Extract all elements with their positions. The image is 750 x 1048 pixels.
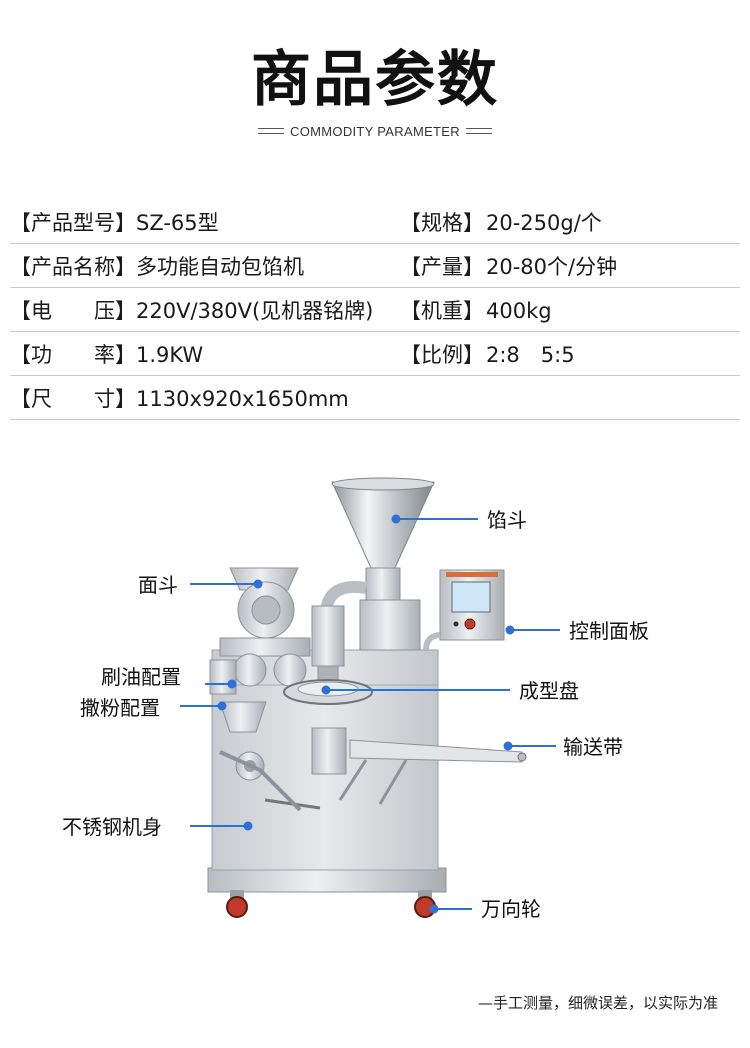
- filling-hopper-shape: [331, 481, 435, 571]
- divider-left: [258, 128, 285, 134]
- spec-label: 【机重】: [400, 299, 484, 323]
- spec-row: 【电 压】220V/380V(见机器铭牌) 【机重】400kg: [10, 288, 740, 332]
- spec-table: 【产品型号】SZ-65型 【规格】20-250g/个 【产品名称】多功能自动包馅…: [10, 200, 740, 420]
- callout-body: 不锈钢机身: [62, 815, 162, 839]
- callout-forming-disk: 成型盘: [519, 679, 579, 703]
- spec-cell: 【机重】400kg: [400, 288, 552, 334]
- spec-label: 【产品名称】: [10, 255, 136, 279]
- spec-row: 【尺 寸】1130x920x1650mm: [10, 376, 740, 420]
- spec-cell: 【产品名称】多功能自动包馅机: [10, 244, 304, 290]
- control-panel-shape: [439, 569, 505, 641]
- spec-value: 多功能自动包馅机: [136, 255, 304, 279]
- callout-dough-hopper: 面斗: [138, 573, 178, 597]
- spec-row: 【产品名称】多功能自动包馅机 【产量】20-80个/分钟: [10, 244, 740, 288]
- conveyor-shape: [349, 739, 523, 763]
- spec-cell: 【功 率】1.9KW: [10, 332, 203, 378]
- machine-illustration: [207, 477, 527, 918]
- page-title: 商品参数: [251, 45, 499, 115]
- measurement-note: —手工测量，细微误差，以实际为准: [477, 994, 718, 1012]
- spec-row: 【功 率】1.9KW 【比例】2:8 5:5: [10, 332, 740, 376]
- spec-value: 1.9KW: [136, 343, 204, 367]
- spec-cell: 【产品型号】SZ-65型: [10, 200, 219, 246]
- spec-value: 2:8 5:5: [486, 343, 575, 367]
- spec-label: 【电 压】: [10, 299, 136, 323]
- spec-value: 220V/380V(见机器铭牌): [136, 299, 374, 323]
- callout-hopper: 馅斗: [487, 508, 527, 532]
- caster-right: [414, 890, 436, 918]
- callout-flour-duster: 撒粉配置: [80, 696, 160, 720]
- spec-value: 20-250g/个: [486, 211, 602, 235]
- caster-left: [226, 890, 248, 918]
- spec-cell: 【比例】2:8 5:5: [400, 332, 575, 378]
- spec-cell: 【尺 寸】1130x920x1650mm: [10, 376, 349, 422]
- spec-value: 400kg: [486, 299, 552, 323]
- spec-label: 【功 率】: [10, 343, 136, 367]
- spec-label: 【产量】: [400, 255, 484, 279]
- spec-row: 【产品型号】SZ-65型 【规格】20-250g/个: [10, 200, 740, 244]
- spec-value: 1130x920x1650mm: [136, 387, 349, 411]
- callout-conveyor: 输送带: [563, 735, 623, 759]
- spec-label: 【规格】: [400, 211, 484, 235]
- spec-label: 【比例】: [400, 343, 484, 367]
- divider-right: [465, 128, 492, 134]
- spec-value: 20-80个/分钟: [486, 255, 618, 279]
- page-subtitle: COMMODITY PARAMETER: [290, 123, 460, 139]
- spec-cell: 【电 压】220V/380V(见机器铭牌): [10, 288, 373, 334]
- spec-label: 【尺 寸】: [10, 387, 136, 411]
- callout-oil-brush: 刷油配置: [101, 665, 181, 689]
- spec-cell: 【规格】20-250g/个: [400, 200, 602, 246]
- callout-caster: 万向轮: [481, 897, 541, 921]
- callout-control-panel: 控制面板: [569, 619, 649, 643]
- spec-label: 【产品型号】: [10, 211, 136, 235]
- spec-cell: 【产量】20-80个/分钟: [400, 244, 617, 290]
- spec-value: SZ-65型: [136, 211, 219, 235]
- machine-base: [207, 867, 447, 893]
- subtitle-row: COMMODITY PARAMETER: [0, 122, 750, 140]
